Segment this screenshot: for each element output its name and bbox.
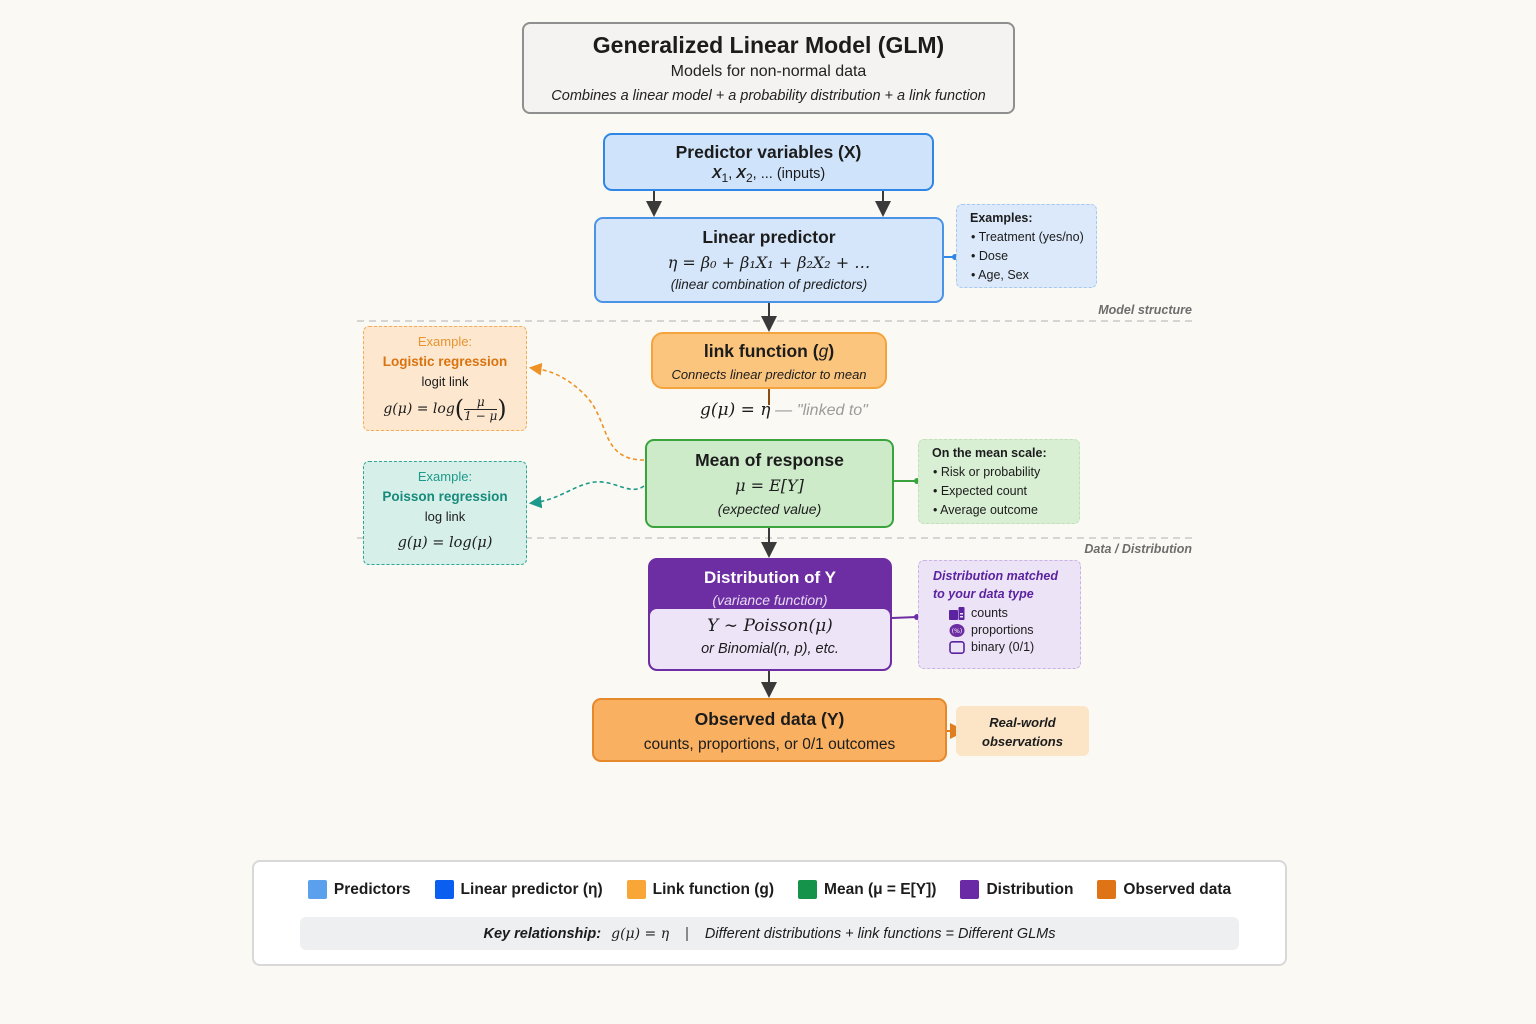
- percent-badge-icon: (%): [949, 623, 965, 637]
- legend-item-link-function: Link function (g): [626, 880, 774, 899]
- mean-formula: μ = E[Y]: [735, 476, 804, 495]
- title-card: Generalized Linear Model (GLM) Models fo…: [522, 22, 1015, 114]
- logistic-regression-example: Example: Logistic regression logit link …: [363, 326, 527, 431]
- example-eyebrow: Example:: [417, 334, 473, 349]
- svg-text:(%): (%): [952, 628, 962, 635]
- node-caption: Connects linear predictor to mean: [671, 367, 867, 382]
- legend-swatch: [434, 880, 454, 899]
- page-tagline: Combines a linear model + a probability …: [551, 88, 986, 104]
- legend-item-linear-predictor: Linear predictor (η): [434, 880, 603, 899]
- node-title: Distribution of Y: [704, 568, 836, 587]
- distribution-alternatives: or Binomial(n, p), etc.: [701, 641, 839, 657]
- legend-item-distribution: Distribution: [960, 880, 1073, 899]
- node-observed-data: Observed data (Y) counts, proportions, o…: [592, 698, 947, 762]
- legend-item-predictors: Predictors: [307, 880, 411, 899]
- node-link-function: link function (g) Connects linear predic…: [651, 332, 887, 389]
- note-item: • Age, Sex: [971, 268, 1029, 282]
- linear-predictor-formula: η = β₀ + β₁X₁ + β₂X₂ + …: [667, 253, 871, 272]
- legend-items: Predictors Linear predictor (η) Link fun…: [254, 880, 1285, 899]
- legend: Predictors Linear predictor (η) Link fun…: [252, 860, 1287, 966]
- distribution-formula: Y ∼ Poisson(μ): [707, 616, 833, 636]
- example-title: Poisson regression: [382, 489, 508, 504]
- node-caption: (variance function): [712, 592, 828, 608]
- node-title: Predictor variables (X): [675, 142, 862, 162]
- key-relationship-bar: Key relationship: g(μ) = η | Different d…: [300, 917, 1239, 950]
- checkbox-icon: [949, 640, 965, 654]
- linked-to-label: "linked to": [796, 402, 868, 419]
- section-label-data-distribution: Data / Distribution: [1084, 542, 1192, 556]
- legend-swatch: [960, 880, 980, 899]
- page-subtitle: Models for non-normal data: [670, 63, 867, 80]
- node-title: Observed data (Y): [694, 709, 845, 729]
- note-item: • Average outcome: [933, 503, 1038, 517]
- legend-swatch: [626, 880, 646, 899]
- mean-scale-note: On the mean scale: • Risk or probability…: [918, 439, 1080, 524]
- node-distribution: Distribution of Y (variance function) Y …: [648, 558, 892, 671]
- real-world-note: Real-world observations: [956, 706, 1089, 756]
- node-title: Mean of response: [695, 450, 844, 470]
- node-linear-predictor: Linear predictor η = β₀ + β₁X₁ + β₂X₂ + …: [594, 217, 944, 303]
- example-link-name: log link: [424, 509, 466, 524]
- log-link-formula: g(μ) = log(μ): [397, 535, 493, 551]
- node-title: link function (g): [703, 341, 835, 361]
- curve-mean-to-poisson: [528, 481, 645, 509]
- bar-chart-icon: [949, 606, 965, 620]
- node-subtitle: X1, X2, ... (inputs): [711, 166, 826, 185]
- key-separator: |: [685, 925, 689, 942]
- node-predictor-variables: Predictor variables (X) X1, X2, ... (inp…: [603, 133, 934, 191]
- legend-swatch: [1097, 880, 1117, 899]
- key-text: Different distributions + link functions…: [704, 925, 1056, 942]
- examples-note: Examples: • Treatment (yes/no) • Dose • …: [956, 204, 1097, 288]
- note-heading: Examples:: [970, 211, 1033, 225]
- note-item: • Expected count: [933, 484, 1028, 498]
- note-item: (%) proportions: [933, 623, 1080, 637]
- legend-item-mean: Mean (μ = E[Y]): [798, 880, 936, 899]
- connector-dist-to-note: [891, 616, 918, 619]
- legend-swatch: [798, 880, 818, 899]
- example-link-name: logit link: [421, 374, 469, 389]
- poisson-regression-example: Example: Poisson regression log link g(μ…: [363, 461, 527, 565]
- page-title: Generalized Linear Model (GLM): [592, 32, 945, 58]
- node-mean-of-response: Mean of response μ = E[Y] (expected valu…: [645, 439, 894, 528]
- node-title: Linear predictor: [702, 227, 836, 247]
- key-label: Key relationship:: [483, 925, 602, 942]
- note-item: • Risk or probability: [933, 465, 1041, 479]
- note-item: • Dose: [971, 249, 1009, 263]
- distribution-detail-panel: Y ∼ Poisson(μ) or Binomial(n, p), etc.: [650, 609, 890, 669]
- link-formula: g(μ) = η: [700, 400, 771, 420]
- key-formula: g(μ) = η: [611, 925, 670, 942]
- note-heading: On the mean scale:: [932, 446, 1047, 460]
- node-caption: counts, proportions, or 0/1 outcomes: [643, 736, 896, 753]
- example-eyebrow: Example:: [417, 469, 473, 484]
- note-item: binary (0/1): [933, 640, 1080, 654]
- curve-mean-to-logistic: [528, 362, 645, 461]
- section-label-model-structure: Model structure: [1098, 303, 1192, 317]
- legend-swatch: [307, 880, 327, 899]
- example-title: Logistic regression: [382, 354, 508, 369]
- link-equation: g(μ) = η — "linked to": [700, 400, 868, 420]
- node-caption: (linear combination of predictors): [670, 277, 868, 292]
- note-item: counts: [933, 606, 1080, 620]
- legend-item-observed-data: Observed data: [1097, 880, 1231, 899]
- node-caption: (expected value): [717, 501, 822, 517]
- note-item: • Treatment (yes/no): [971, 230, 1084, 244]
